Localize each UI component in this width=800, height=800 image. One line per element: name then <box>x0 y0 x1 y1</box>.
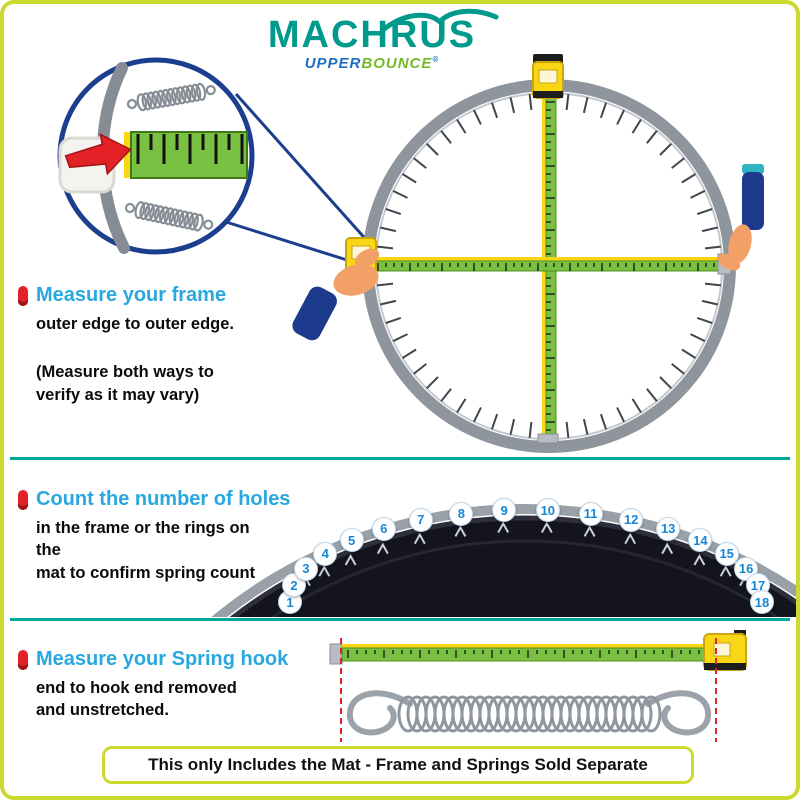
step-1-note: (Measure both ways to verify as it may va… <box>36 361 278 406</box>
red-bullet-icon <box>18 649 28 670</box>
body-line: end to hook end removed <box>36 679 237 697</box>
step-3-body: end to hook end removed and unstretched. <box>36 677 278 722</box>
tape-case-window <box>713 642 731 657</box>
left-hand-finger <box>354 248 380 268</box>
ruler-ticks <box>136 134 244 164</box>
brand-subtitle: UPPERBOUNCE® <box>268 55 476 72</box>
vertical-tape-ticks <box>546 101 555 431</box>
ring-number: 6 <box>371 516 396 541</box>
frame-spring-holes <box>376 93 722 439</box>
trampoline-frame <box>362 79 736 453</box>
red-bullet-icon <box>18 285 28 306</box>
ring-number: 14 <box>688 528 713 552</box>
ring-number: 18 <box>750 590 774 614</box>
body-line: and unstretched. <box>36 701 169 720</box>
ring-number: 12 <box>619 507 644 532</box>
tape-case-icon <box>345 237 377 275</box>
red-arrow-icon <box>64 133 132 176</box>
ring-number: 10 <box>535 498 560 523</box>
step-measure-frame: Measure your frame outer edge to outer e… <box>18 284 278 406</box>
measuring-tape-horizontal <box>372 257 722 261</box>
tape-case-icon <box>703 633 747 671</box>
spring-tape-ticks <box>347 650 700 658</box>
tape-end-tab <box>329 643 343 665</box>
note-line: (Measure both ways to <box>36 363 214 382</box>
right-arm-sleeve-icon <box>742 172 764 230</box>
brand-sub-bounce: BOUNCE <box>361 55 433 72</box>
mat-graphic <box>211 504 796 617</box>
magnifier-callout-line <box>234 93 372 245</box>
brand-logo: MACHRUS UPPERBOUNCE® <box>4 8 796 73</box>
left-arm-sleeve-icon <box>292 286 337 341</box>
spring-hook-left <box>346 690 413 736</box>
magnifier-circle-icon <box>57 57 255 255</box>
ring-number: 5 <box>339 528 364 552</box>
step-1-title: Measure your frame <box>36 284 227 306</box>
trampoline-mat <box>229 515 796 617</box>
right-hand-icon <box>728 224 752 264</box>
frame-pad-closeup <box>58 136 116 194</box>
measuring-tape-spring <box>341 647 707 662</box>
spring-closeup-icon <box>126 82 216 112</box>
tape-case-window <box>351 245 371 260</box>
ring-number: 3 <box>293 556 318 581</box>
ring-number: 15 <box>714 541 739 566</box>
measuring-tape-vertical <box>545 95 557 437</box>
mat-stitch-seam <box>270 539 780 617</box>
tape-case-band <box>704 663 746 670</box>
body-line: mat to confirm spring count <box>36 563 256 582</box>
frame-rim-arc <box>211 504 796 617</box>
tape-end-tab <box>717 253 732 275</box>
bird-swoosh-icon <box>381 8 499 32</box>
step-measure-spring: Measure your Spring hook end to hook end… <box>18 648 288 722</box>
tape-case-clip <box>734 630 746 644</box>
measuring-tape-vertical <box>542 96 546 436</box>
step-count-holes: Count the number of holes in the frame o… <box>18 488 290 584</box>
step-2-body: in the frame or the rings on the mat to c… <box>36 517 278 584</box>
ruler-start-strip <box>124 132 131 178</box>
note-line: verify as it may vary) <box>36 385 200 404</box>
step-3-title: Measure your Spring hook <box>36 648 289 670</box>
measuring-tape-horizontal <box>371 260 723 272</box>
brand-sub-upper: UPPER <box>304 55 362 72</box>
spring-coil-icon <box>397 695 662 733</box>
footer-note-text: This only Includes the Mat - Frame and S… <box>148 755 648 774</box>
ring-number: 4 <box>313 541 338 566</box>
tape-case-band <box>346 270 376 278</box>
tape-case-band <box>533 91 563 98</box>
tape-end-tab <box>537 433 559 444</box>
spring-hook-right <box>645 690 712 736</box>
magnifier-callout-line <box>225 220 367 268</box>
right-hand-finger <box>717 253 741 271</box>
body-line: in the frame or the rings on the <box>36 519 250 560</box>
ring-number: 13 <box>656 516 681 541</box>
ruler-closeup <box>130 131 248 179</box>
ring-number: 9 <box>492 498 517 523</box>
step-2-title: Count the number of holes <box>36 488 291 510</box>
frame-tube-closeup <box>96 62 130 254</box>
measuring-tape-spring <box>342 644 706 648</box>
ring-number: 8 <box>449 501 474 526</box>
spring-closeup-icon <box>124 201 214 232</box>
registered-mark: ® <box>432 55 440 64</box>
right-sleeve-band <box>742 164 764 174</box>
left-hand-icon <box>333 264 379 296</box>
footer-note-box: This only Includes the Mat - Frame and S… <box>102 746 694 784</box>
ring-number: 11 <box>578 501 603 526</box>
red-bullet-icon <box>18 489 28 510</box>
section-divider <box>10 457 790 460</box>
ring-number: 7 <box>408 507 433 532</box>
step-1-line: outer edge to outer edge. <box>36 315 235 333</box>
horizontal-tape-ticks <box>377 263 715 271</box>
section-divider <box>10 618 790 621</box>
trampoline-frame-inner-edge <box>375 92 723 440</box>
